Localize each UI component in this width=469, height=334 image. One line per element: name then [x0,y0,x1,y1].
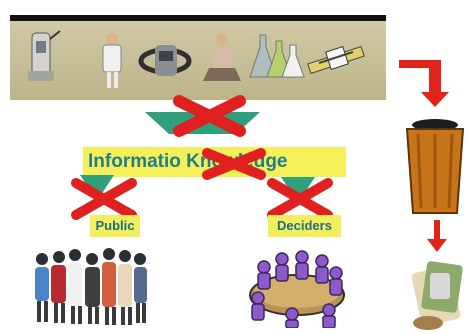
satellite-icon [307,45,365,75]
down-arrow-top [145,112,260,134]
gps-icon [138,45,192,76]
deciders-label: Deciders [268,215,341,237]
person-reading-icon [203,33,241,81]
data-sources-banner [10,21,386,100]
top-bar [10,15,386,21]
top-cross-icon [173,95,246,137]
down-arrow-public [80,175,114,201]
people-crowd-icon [35,248,147,325]
doctor-icon [102,33,122,88]
trash-can-icon [405,119,465,214]
money-icon [411,261,463,330]
down-arrow-deciders [281,177,315,203]
meeting-table-icon [249,250,345,328]
public-label: Public [90,215,140,237]
arrow-to-trash [399,60,449,107]
handheld-device-icon [28,30,61,81]
information-knowledge-label: Informatio Knowledge [88,151,288,172]
arrow-to-money [427,220,447,252]
lab-flasks-icon [249,34,305,78]
